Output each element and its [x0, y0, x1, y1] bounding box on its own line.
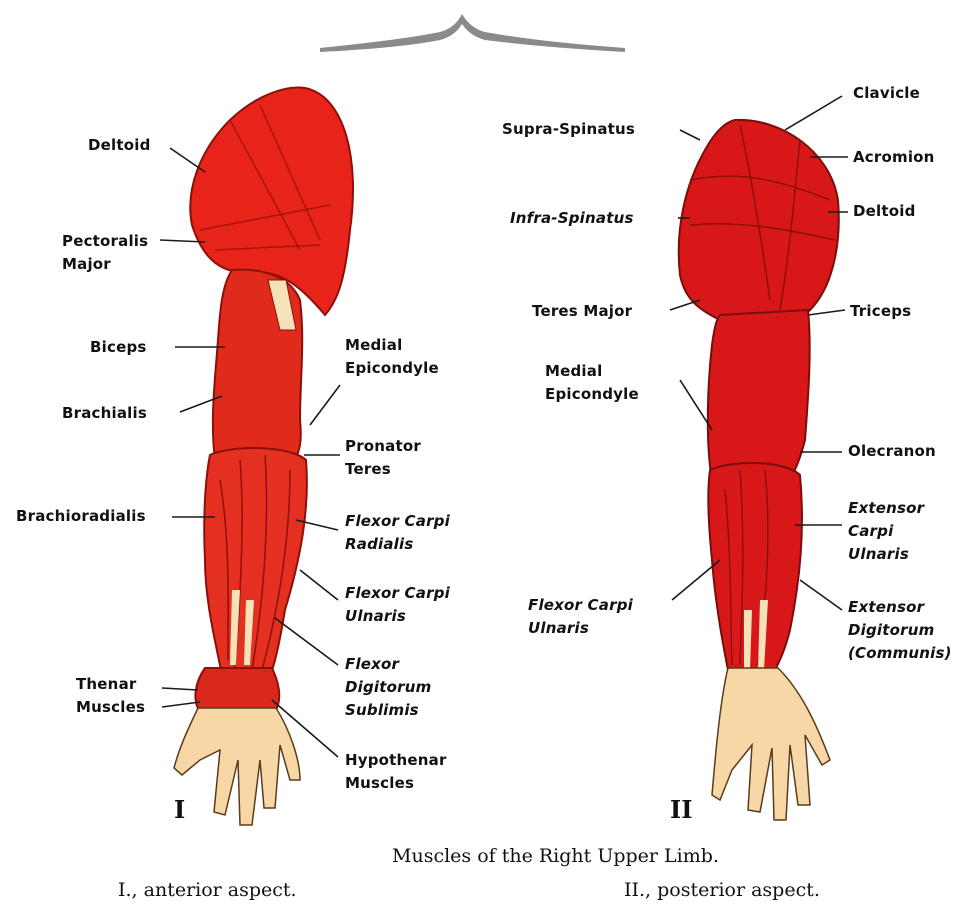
posterior-hand [712, 668, 830, 820]
label-posterior-extensor-carpi-ulnaris: Extensor Carpi Ulnaris [848, 497, 924, 566]
label-posterior-olecranon: Olecranon [848, 440, 936, 463]
posterior-arm [679, 120, 839, 820]
label-anterior-pectoralis-major: Pectoralis Major [62, 230, 148, 276]
anterior-hand [174, 708, 300, 825]
label-anterior-medial-epicondyle: Medial Epicondyle [345, 334, 439, 380]
top-bracket [320, 14, 625, 52]
posterior-upper-arm [708, 310, 810, 480]
label-posterior-teres-major: Teres Major [532, 300, 632, 323]
label-anterior-pronator-teres: Pronator Teres [345, 435, 421, 481]
label-posterior-deltoid: Deltoid [853, 200, 916, 223]
figure-caption-anterior: I., anterior aspect. [118, 879, 297, 901]
label-posterior-clavicle: Clavicle [853, 82, 920, 105]
label-anterior-flexor-carpi-ulnaris: Flexor Carpi Ulnaris [345, 582, 450, 628]
numeral-anterior: I [174, 795, 185, 824]
figure-caption-posterior: II., posterior aspect. [624, 879, 820, 901]
label-anterior-deltoid: Deltoid [88, 134, 151, 157]
label-anterior-brachioradialis: Brachioradialis [16, 505, 146, 528]
label-anterior-flexor-digitorum-sublimis: Flexor Digitorum Sublimis [345, 653, 431, 722]
posterior-forearm [708, 463, 802, 670]
label-posterior-extensor-digitorum: Extensor Digitorum (Communis) [848, 596, 952, 665]
label-posterior-triceps: Triceps [850, 300, 911, 323]
label-anterior-hypothenar-muscles: Hypothenar Muscles [345, 749, 447, 795]
label-anterior-biceps: Biceps [90, 336, 147, 359]
label-posterior-infra-spinatus: Infra-Spinatus [510, 207, 634, 230]
label-posterior-acromion: Acromion [853, 146, 935, 169]
label-posterior-supra-spinatus: Supra-Spinatus [502, 118, 635, 141]
numeral-posterior: II [670, 795, 692, 824]
label-anterior-brachialis: Brachialis [62, 402, 147, 425]
label-anterior-thenar-muscles: Thenar Muscles [76, 673, 145, 719]
label-posterior-medial-epicondyle: Medial Epicondyle [545, 360, 639, 406]
anterior-arm [174, 88, 353, 825]
anterior-wrist [195, 668, 279, 712]
label-posterior-flexor-carpi-ulnaris: Flexor Carpi Ulnaris [528, 594, 633, 640]
figure-caption-title: Muscles of the Right Upper Limb. [392, 845, 719, 867]
label-anterior-flexor-carpi-radialis: Flexor Carpi Radialis [345, 510, 450, 556]
